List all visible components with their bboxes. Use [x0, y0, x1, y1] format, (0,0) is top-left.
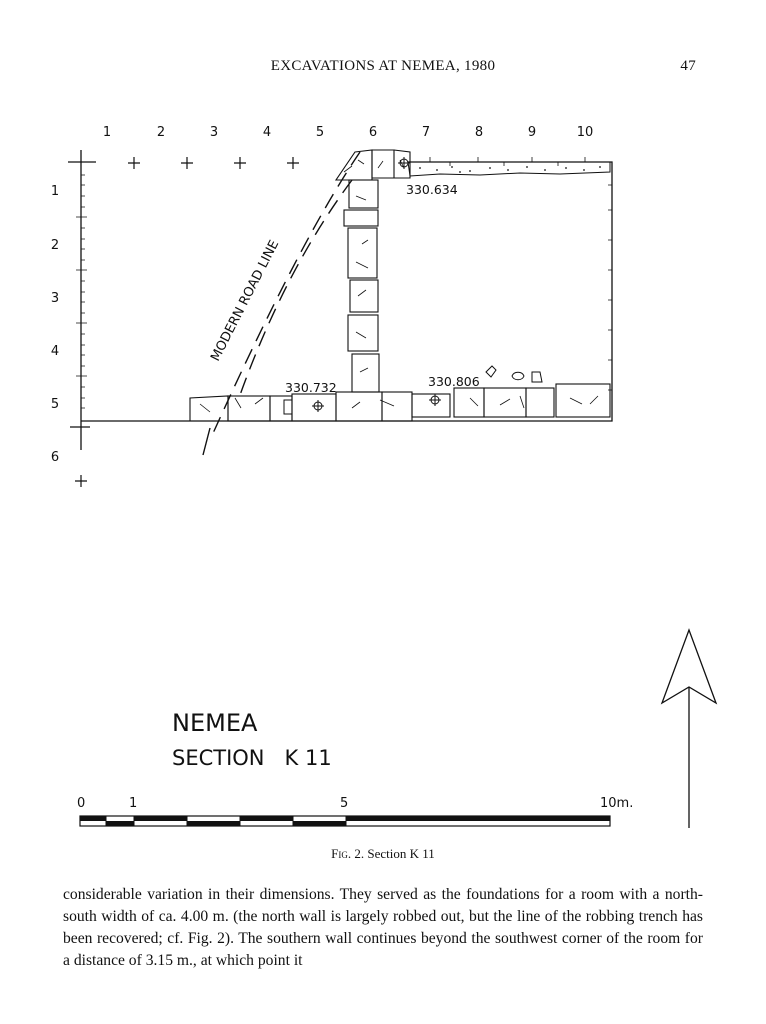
- grid-cross: [128, 157, 140, 169]
- grid-cross: [181, 157, 193, 169]
- page-number: 47: [680, 58, 696, 74]
- elevation-north: 330.634: [406, 182, 458, 197]
- modern-road-line-label: MODERN ROAD LINE: [208, 238, 282, 364]
- grid-cross: [75, 475, 87, 487]
- figure-title: NEMEA: [172, 709, 258, 737]
- col-label-8: 8: [475, 125, 483, 140]
- scale-label-10: 10m.: [600, 796, 633, 811]
- col-label-6: 6: [369, 125, 377, 140]
- row-label-6: 6: [51, 450, 59, 465]
- body-paragraph: considerable variation in their dimensio…: [63, 886, 703, 969]
- col-label-9: 9: [528, 125, 536, 140]
- south-wall-blocks: [189, 383, 611, 422]
- grid-column-labels: 1 2 3 4 5 6 7 8 9 10: [103, 125, 593, 140]
- grid-row-labels: 1 2 3 4 5 6: [51, 184, 59, 465]
- caption-text: . 2. Section K 11: [347, 846, 435, 861]
- caption-prefix: Fig: [331, 846, 348, 861]
- row-label-1: 1: [51, 184, 59, 199]
- loose-stones: [485, 365, 543, 383]
- col-label-10: 10: [577, 125, 594, 140]
- row-label-4: 4: [51, 344, 59, 359]
- col-label-5: 5: [316, 125, 324, 140]
- row-label-5: 5: [51, 397, 59, 412]
- col-label-7: 7: [422, 125, 430, 140]
- trench-scale-ticks: [76, 157, 612, 409]
- running-title: EXCAVATIONS AT NEMEA, 1980: [270, 58, 496, 74]
- col-label-3: 3: [210, 125, 218, 140]
- scale-label-1: 1: [129, 796, 137, 811]
- scale-label-5: 5: [340, 796, 348, 811]
- trench-outline: [68, 150, 613, 450]
- figure-subtitle: SECTION K 11: [172, 746, 332, 770]
- grid-cross: [234, 157, 246, 169]
- north-wall-robbing-trench: [407, 161, 611, 177]
- col-label-2: 2: [157, 125, 165, 140]
- scale-bar: 0 1 5 10m.: [77, 796, 633, 827]
- figure-caption: Fig. 2. Section K 11: [0, 846, 766, 862]
- elevation-labels: 330.634 330.732 330.806: [285, 182, 480, 395]
- col-label-1: 1: [103, 125, 111, 140]
- datum-markers: [283, 157, 441, 415]
- grid-cross: [287, 157, 299, 169]
- stone-texture-marks: [199, 159, 599, 413]
- row-label-3: 3: [51, 291, 59, 306]
- west-wall-blocks: [334, 149, 411, 393]
- section-plan-figure: 1 2 3 4 5 6 7 8 9 10 1 2 3 4 5 6: [51, 125, 718, 828]
- grid-crosses: [75, 157, 299, 487]
- col-label-4: 4: [263, 125, 271, 140]
- elevation-southwest: 330.732: [285, 380, 337, 395]
- elevation-southeast: 330.806: [428, 374, 480, 389]
- scale-label-0: 0: [77, 796, 85, 811]
- modern-road-line: [202, 151, 361, 456]
- north-arrow-icon: [660, 628, 718, 828]
- row-label-2: 2: [51, 238, 59, 253]
